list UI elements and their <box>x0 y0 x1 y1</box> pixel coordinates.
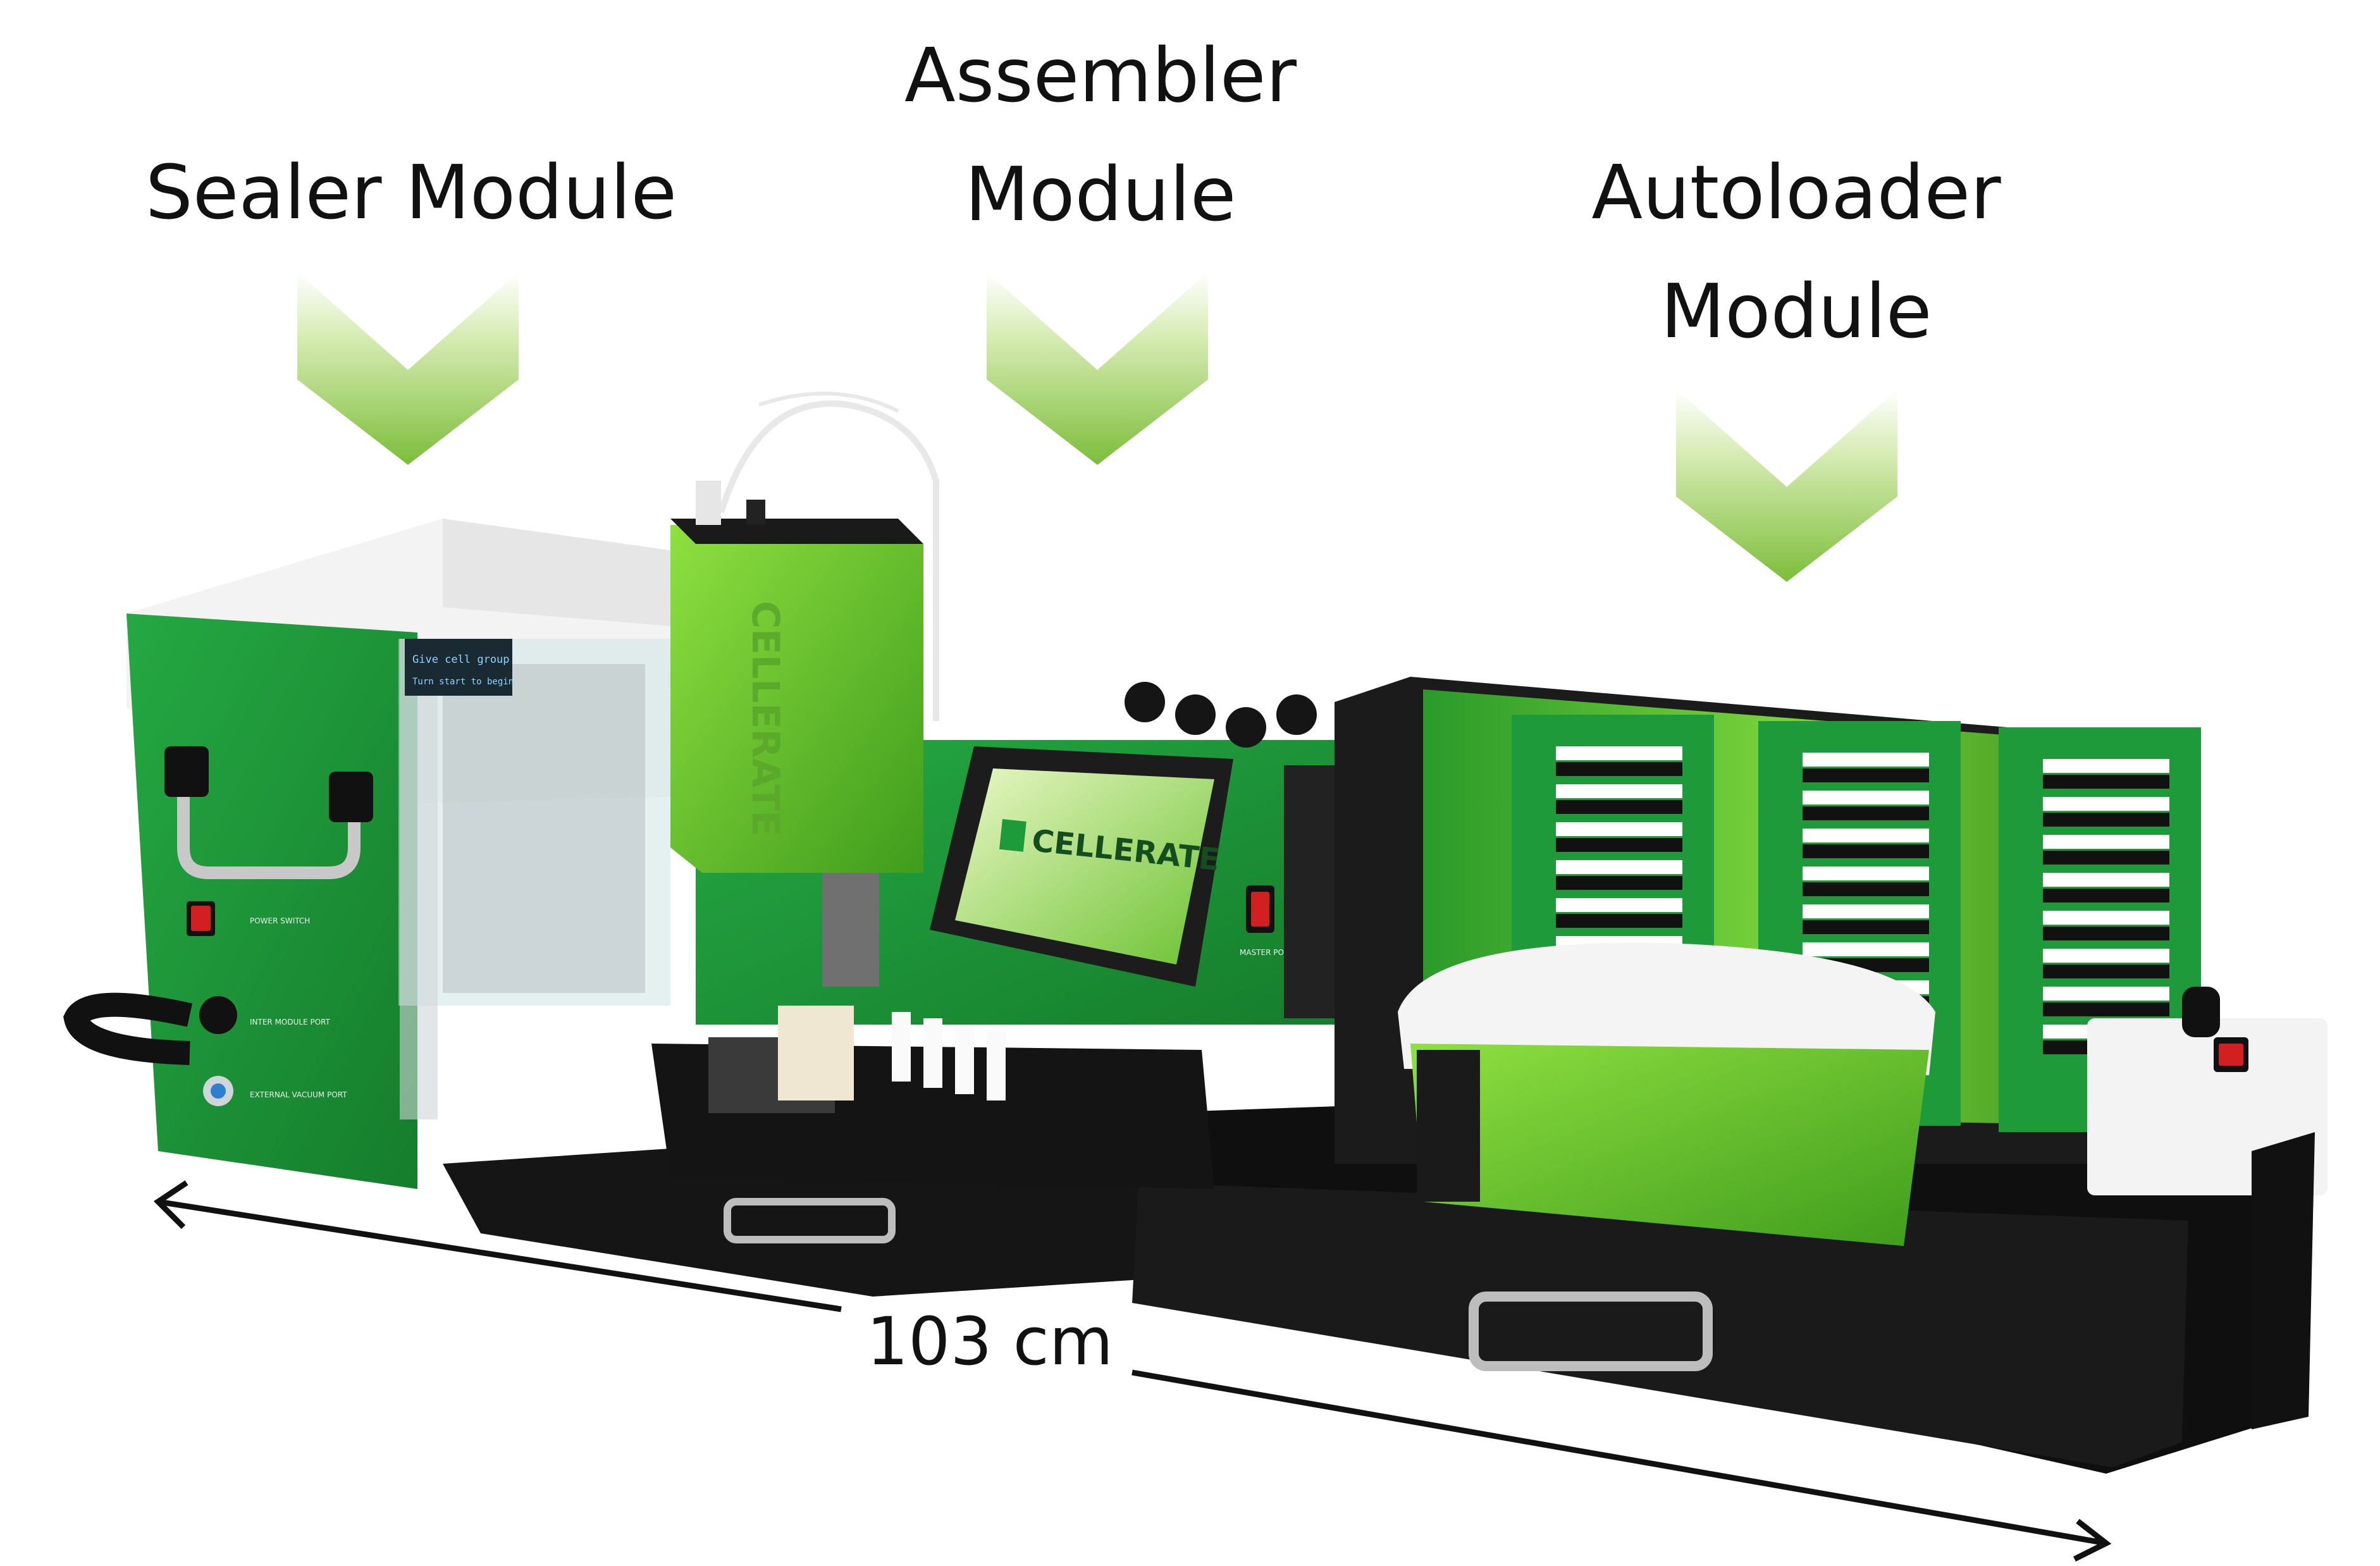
autoloader-module <box>1335 677 2328 1429</box>
autoloader-module-label: Autoloader Module <box>1537 155 2056 348</box>
dimension-arrow <box>153 1180 2112 1562</box>
sealer-display: Give cell group Turn start to begin <box>405 639 514 696</box>
autoloader-control-box <box>2087 987 2328 1429</box>
vacuum-port-label: EXTERNAL VACUUM PORT <box>250 1090 347 1099</box>
sealer-module-label: Sealer Module <box>145 149 677 236</box>
autoloader-label-line-1: Autoloader <box>1591 149 2001 236</box>
inter-module-port-icon <box>199 996 237 1034</box>
sealer-display-line-1: Give cell group <box>412 653 510 666</box>
power-switch-label: POWER SWITCH <box>250 916 310 925</box>
assembler-label-line-2: Module <box>965 151 1236 238</box>
sealer-arrow-icon <box>297 272 519 465</box>
sealer-display-line-2: Turn start to begin <box>412 677 514 687</box>
sealer-module: Give cell group Turn start to begin POWE… <box>63 519 670 1189</box>
autoloader-arrow-icon <box>1676 389 1897 582</box>
assembler-module: CELLERATE CELLERATE MASTER POWER SWITCH <box>651 392 1353 1189</box>
assembler-module-label: Assembler Module <box>841 38 1360 231</box>
assembler-head-icon <box>670 525 923 873</box>
assembler-label-line-1: Assembler <box>904 32 1297 119</box>
autoloader-label-line-2: Module <box>1660 268 1932 355</box>
assembler-arrow-icon <box>987 272 1208 465</box>
inter-module-port-label: INTER MODULE PORT <box>250 1018 331 1027</box>
dimension-label: 103 cm <box>854 1303 1126 1380</box>
assembler-touchscreen: CELLERATE <box>930 746 1233 987</box>
autoloader-carriage <box>1398 942 1935 1246</box>
assembler-head-logo: CELLERATE <box>743 601 787 836</box>
